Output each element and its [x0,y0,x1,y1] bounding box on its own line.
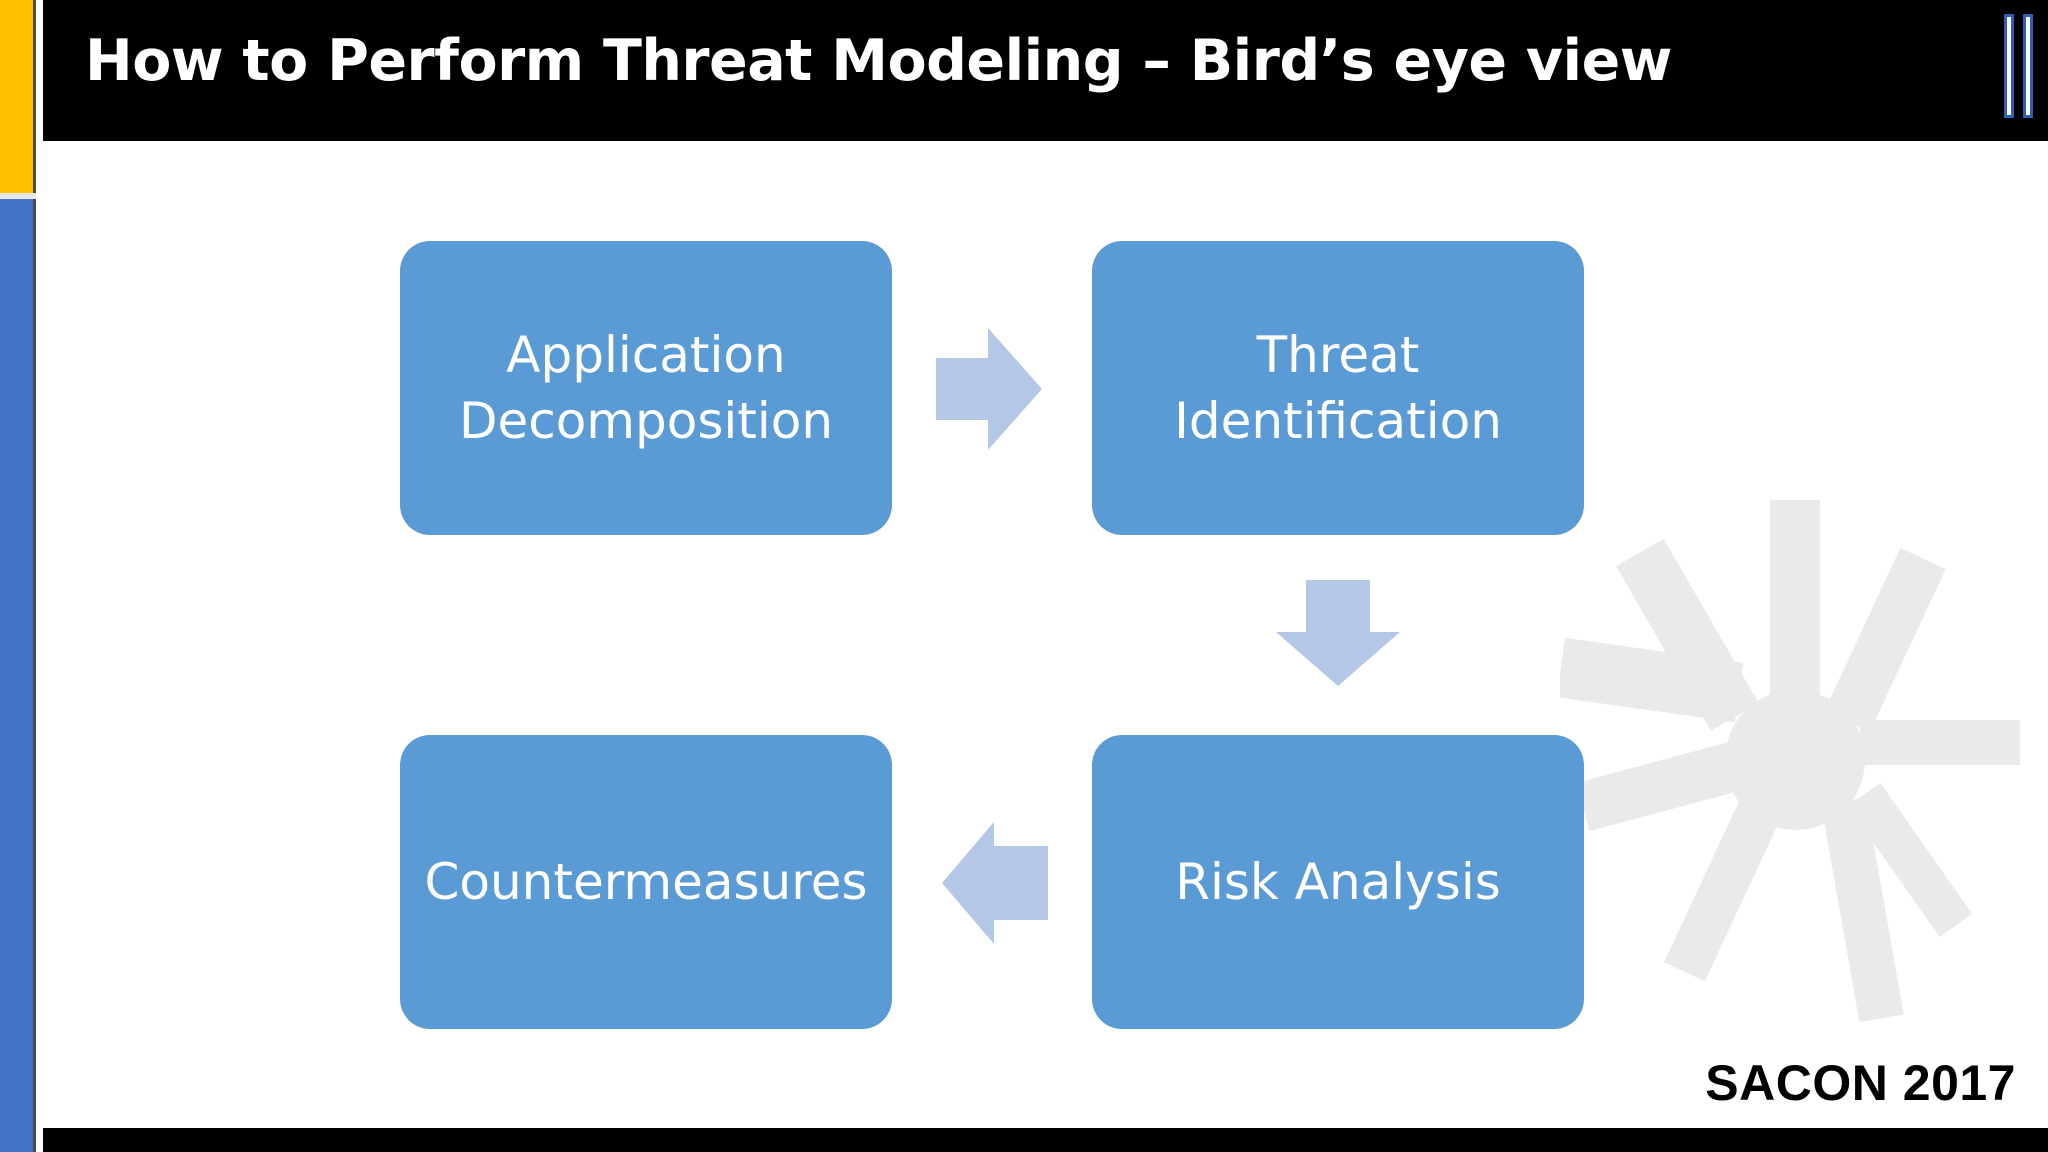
accent-bar-divider [0,193,36,199]
step-label: Threat Identification [1174,326,1502,450]
footer-bar [43,1128,2048,1152]
step-label: Countermeasures [424,853,868,911]
accent-bar-blue [0,199,36,1152]
step-label: Risk Analysis [1175,853,1501,911]
title-bar [43,0,2048,141]
step-countermeasures: Countermeasures [400,735,892,1029]
accent-bar-yellow [0,0,36,193]
conference-brand: SACON 2017 [1705,1055,2016,1111]
step-risk-analysis: Risk Analysis [1092,735,1584,1029]
logo-mark-icon [2002,14,2038,118]
city-watermark-icon [1560,500,2020,1023]
arrow-down-icon [1276,580,1400,686]
step-threat-identification: Threat Identification [1092,241,1584,535]
step-application-decomposition: Application Decomposition [400,241,892,535]
arrow-left-icon [942,822,1048,944]
step-label: Application Decomposition [458,326,834,450]
arrow-right-icon [936,328,1042,450]
slide-title: How to Perform Threat Modeling – Bird’s … [85,28,1672,94]
